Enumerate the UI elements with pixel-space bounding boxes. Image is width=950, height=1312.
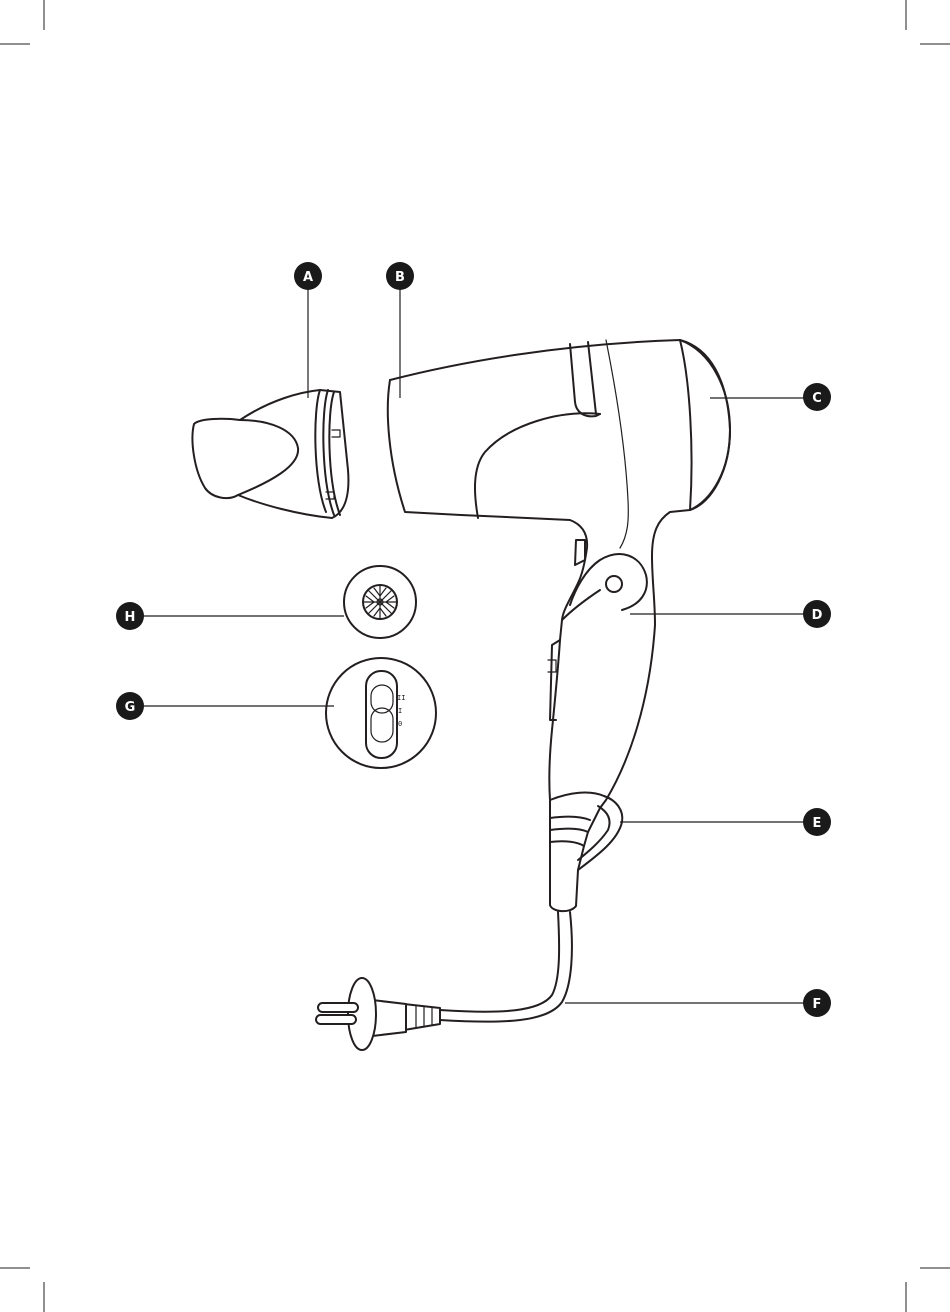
callout-c-label: C [812,391,822,406]
switch-mark-high: II [397,694,405,702]
switch-mark-low: I [398,707,402,715]
callout-f-label: F [813,997,822,1012]
speed-switch-detail: II I 0 [326,658,436,768]
callout-e-label: E [813,816,822,831]
callout-e: E [803,808,831,836]
callout-b-label: B [395,270,405,285]
callout-h-label: H [125,610,136,625]
callout-d: D [803,600,831,628]
callout-h: H [116,602,144,630]
callout-f: F [803,989,831,1017]
switch-mark-off: 0 [398,720,402,728]
callout-c: C [803,383,831,411]
callout-d-label: D [812,608,823,623]
power-cord-and-plug [316,912,572,1050]
concentrator-nozzle [192,390,348,518]
air-inlet-grille-detail [344,566,416,638]
handle-grip-and-loop [550,793,622,912]
callout-a-label: A [303,270,313,285]
callout-b: B [386,262,414,290]
dryer-body [388,340,730,808]
callout-g-label: G [125,700,136,715]
leader-lines [143,288,804,1003]
callout-a: A [294,262,322,290]
callout-g: G [116,692,144,720]
